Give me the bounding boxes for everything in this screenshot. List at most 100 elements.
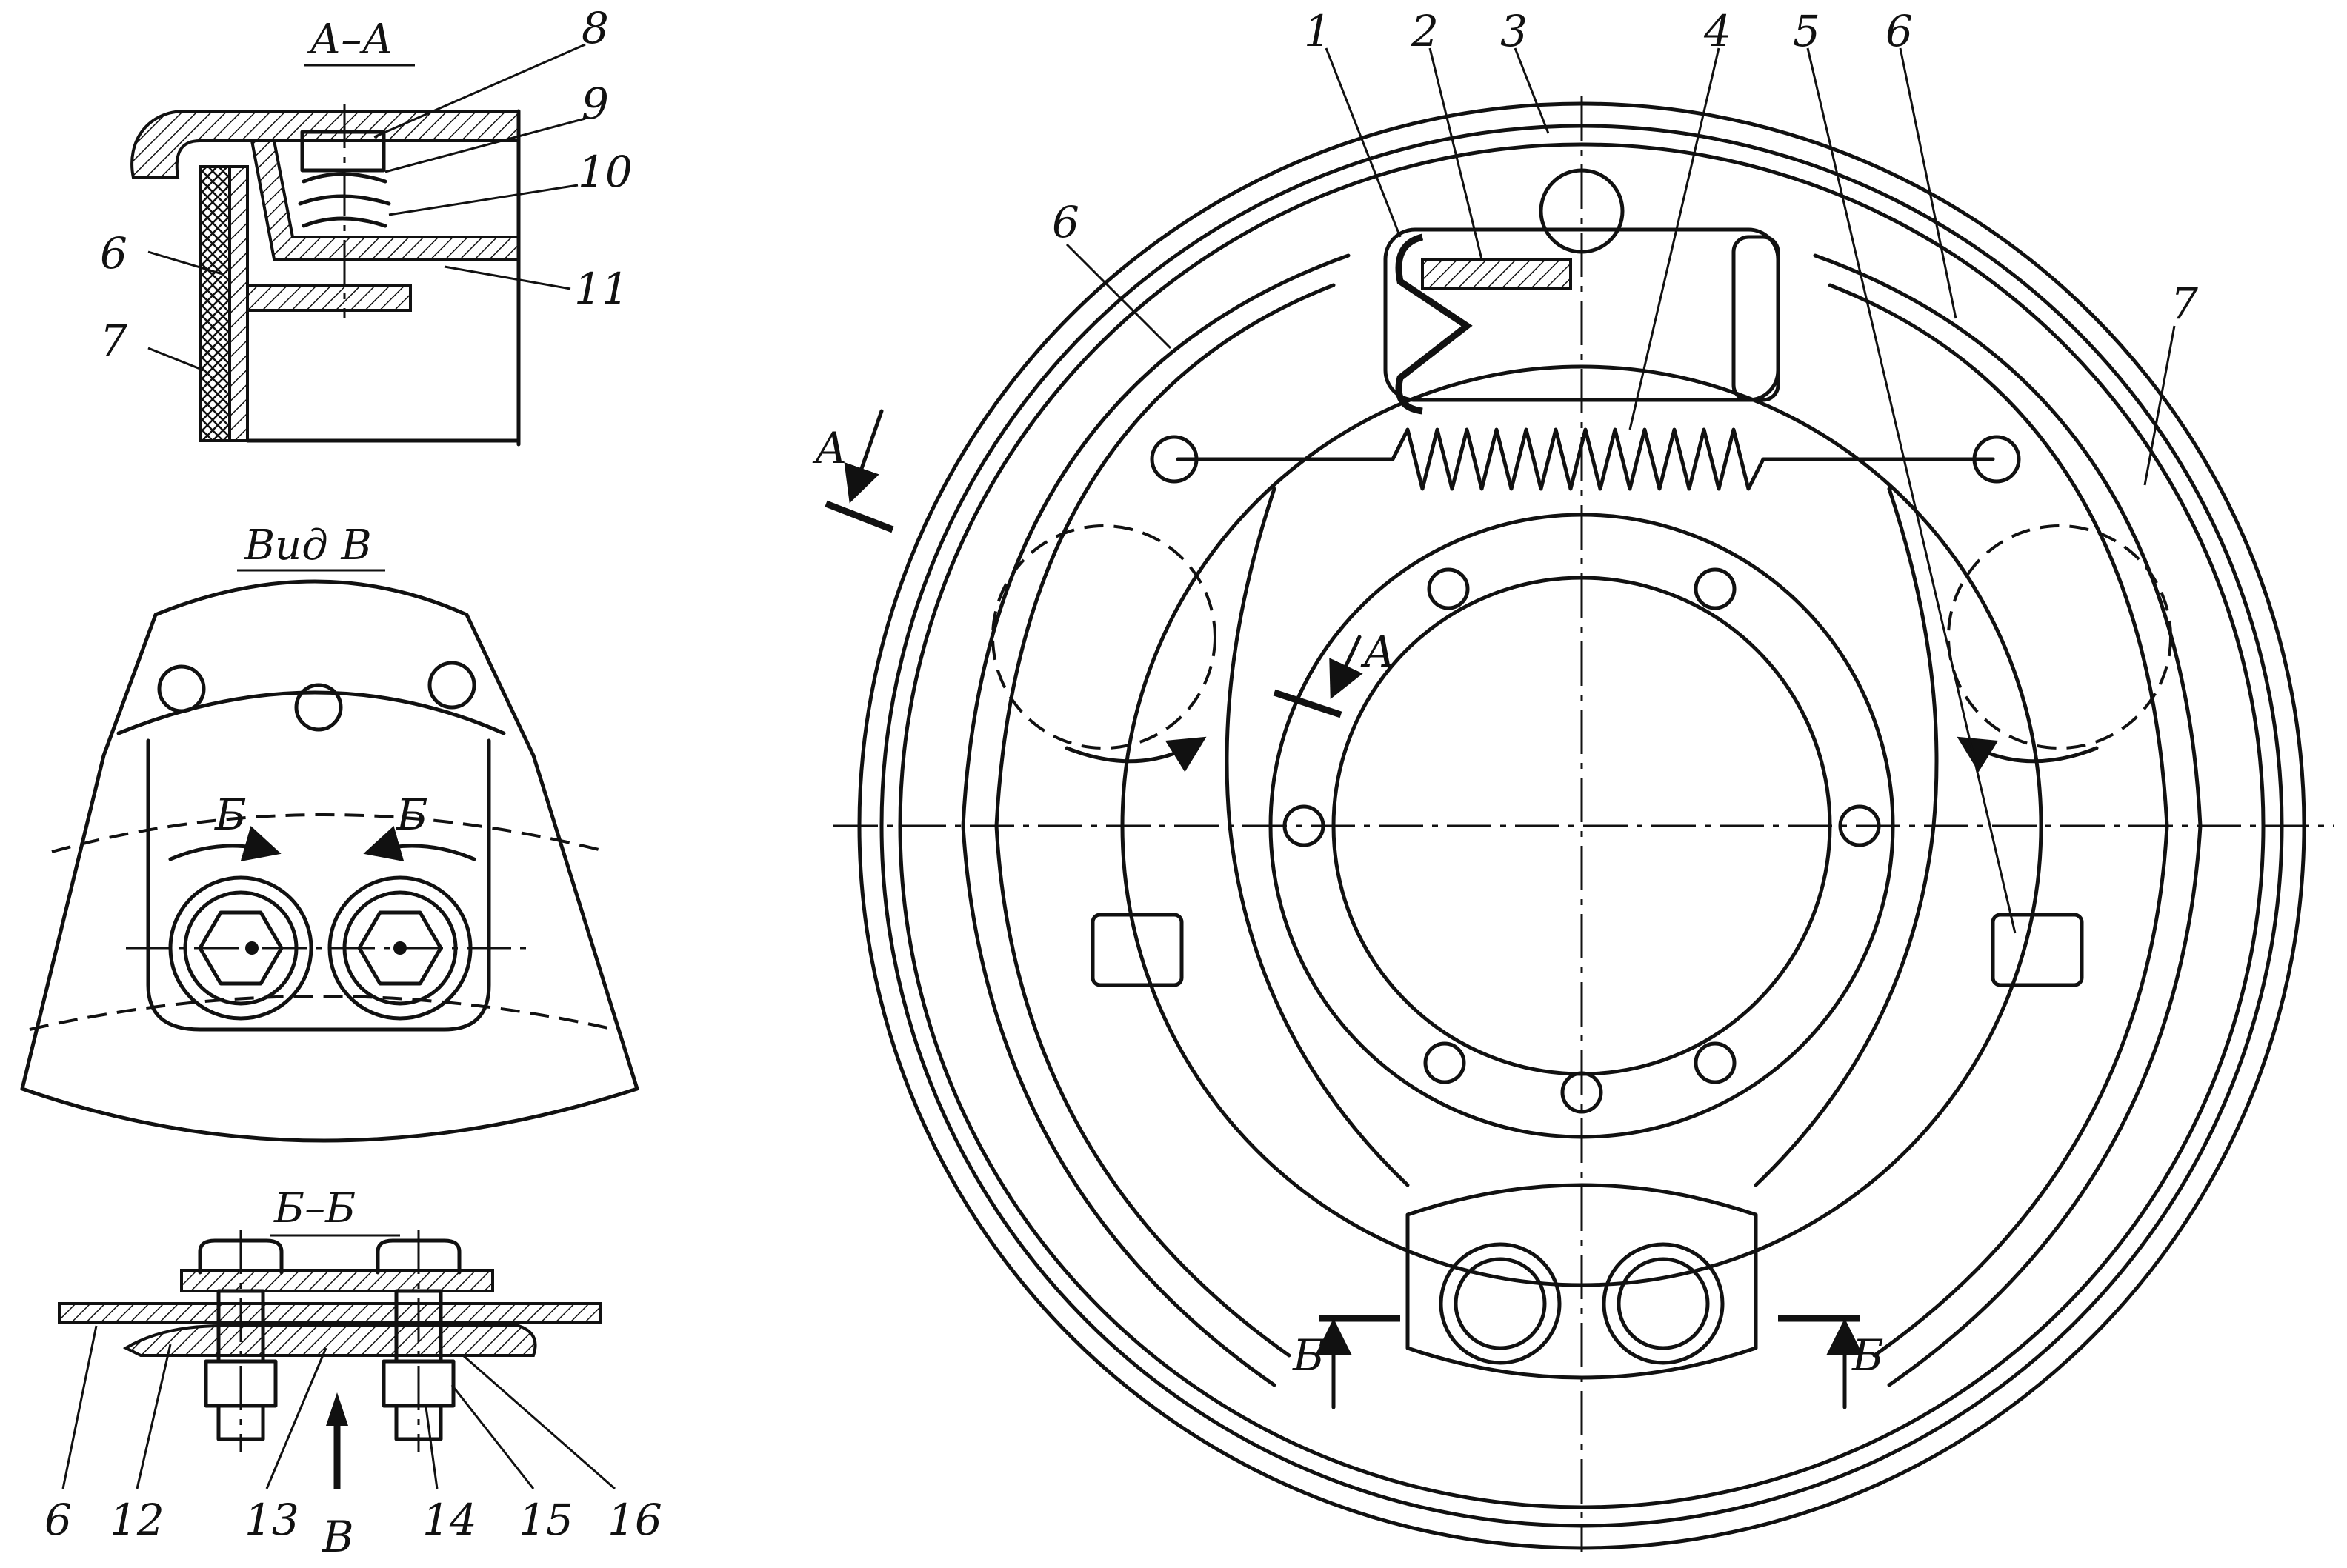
section-bb: Б–Б 6 12 13 В 14 15 16: [44, 1184, 662, 1562]
bolt-hole: [1838, 804, 1881, 847]
leader-14: [425, 1407, 439, 1489]
section-bb-plate: [180, 1269, 494, 1292]
section-aa-spring: [298, 172, 391, 228]
label-11: 11: [574, 264, 629, 314]
cut-arrow-a-outer: [844, 409, 884, 504]
label-v: В: [322, 1512, 354, 1562]
label-10: 10: [578, 147, 633, 197]
view-b-pocket: [146, 738, 491, 1032]
leader-6-bb: [61, 1325, 98, 1489]
section-bb-shoe-web: [122, 1324, 537, 1358]
shoe-stop-right: [1991, 913, 2084, 987]
view-b-adjusters: [126, 875, 526, 1021]
label-4: 4: [1703, 6, 1731, 56]
backing-plate: [1120, 364, 2043, 1287]
section-aa: А–А 8 9 10 11 6 7: [100, 3, 633, 447]
section-aa-title: А–А: [307, 16, 393, 64]
view-b-rotation-arrow-left: [168, 825, 282, 862]
bolt-hole: [1694, 1041, 1737, 1084]
wheel-cylinder-piston: [1421, 258, 1572, 290]
wheel-cylinder-boot: [1395, 233, 1473, 415]
rotation-arrow-left: [1065, 736, 1207, 773]
left-shoe-rim: [994, 283, 1336, 1358]
bolt-hole: [1560, 1071, 1603, 1114]
anchor-pin-left-inner: [1454, 1257, 1547, 1350]
spring-hook-hole-right: [1972, 435, 2021, 484]
leader-9: [384, 117, 586, 173]
view-b-arc: [116, 690, 506, 735]
view-b-dashed-arc-2: [29, 995, 616, 1031]
anchor-pin-left-outer: [1439, 1242, 1562, 1365]
main-view: А А Б Б 1 2 3 4 5 6 6 7: [812, 6, 2334, 1552]
view-b-arrow-label-left: Б: [214, 790, 247, 840]
leader-16: [462, 1354, 616, 1490]
view-arrow-b-head: [326, 1392, 348, 1426]
leader-6-left: [1065, 243, 1172, 350]
leader-6-top: [1899, 47, 1957, 319]
right-shoe-rim: [1828, 283, 2169, 1358]
leader-5: [1806, 47, 2017, 934]
spring-hook-hole-left: [1150, 435, 1199, 484]
right-shoe-lining: [1813, 253, 2203, 1387]
section-mark-b-left: Б: [1292, 1330, 1325, 1381]
bleed-valve: [1539, 168, 1625, 254]
leader-8: [373, 43, 586, 139]
label-2: 2: [1411, 6, 1439, 56]
rotation-arrow-right: [1957, 736, 2099, 773]
label-6-main-left: 6: [1052, 197, 1079, 247]
leader-3: [1514, 47, 1550, 134]
leader-11: [444, 265, 571, 290]
label-16: 16: [607, 1495, 662, 1545]
view-b-title: Вид В: [244, 521, 372, 570]
cut-arrow-a-inner: [1329, 635, 1363, 700]
leader-7-aa: [147, 347, 204, 372]
section-aa-bolt-head: [300, 130, 386, 173]
anchor-plate: [1405, 1183, 1758, 1380]
label-6-bb: 6: [44, 1495, 72, 1545]
bolt-hole: [1282, 804, 1325, 847]
shoe-stop-left: [1091, 913, 1184, 987]
leader-12: [136, 1344, 172, 1489]
leader-6-aa: [147, 250, 223, 276]
left-shoe-lining: [961, 253, 1351, 1387]
view-b: Вид В Б Б: [20, 521, 639, 1143]
section-aa-shoe-rim: [228, 165, 249, 442]
view-b-arrow-label-right: Б: [396, 790, 428, 840]
label-15: 15: [519, 1495, 573, 1545]
cut-mark-a-outer: [825, 500, 894, 533]
label-13: 13: [244, 1495, 299, 1545]
eccentric-right: [1947, 524, 2172, 750]
label-9: 9: [582, 79, 609, 129]
section-aa-lining: [199, 165, 231, 442]
leader-15: [450, 1384, 535, 1489]
wheel-cylinder: [1383, 168, 1780, 415]
leader-7-main: [2143, 325, 2176, 486]
label-6-main-top: 6: [1885, 6, 1913, 56]
anchor-pins: [1405, 1183, 1758, 1380]
bolt-hole: [1427, 567, 1470, 610]
rivet-hole: [157, 664, 206, 713]
section-mark-a-outer: А: [812, 423, 848, 473]
right-shoe-web: [1754, 487, 1939, 1187]
anchor-pin-right-outer: [1602, 1242, 1725, 1365]
section-aa-shoe-web: [246, 284, 412, 312]
bolt-hole: [1423, 1041, 1466, 1084]
view-b-dashed-arc: [51, 813, 608, 853]
section-mark-a-inner: А: [1360, 627, 1396, 677]
section-bb-backing-plate: [58, 1302, 602, 1324]
rivet-hole: [294, 683, 343, 732]
view-b-rivets: [157, 661, 476, 732]
view-b-segment: [20, 579, 639, 1143]
label-7-main: 7: [2171, 278, 2198, 329]
view-b-rotation-arrow-right: [363, 825, 476, 862]
leader-4: [1628, 47, 1720, 430]
section-bb-title: Б–Б: [273, 1184, 356, 1232]
leader-10: [388, 184, 579, 216]
label-5: 5: [1793, 6, 1820, 56]
label-6-aa: 6: [100, 228, 127, 278]
label-8: 8: [582, 3, 609, 53]
cut-mark-a-inner: [1273, 689, 1342, 718]
leader-2: [1428, 47, 1483, 260]
label-3: 3: [1500, 6, 1528, 56]
